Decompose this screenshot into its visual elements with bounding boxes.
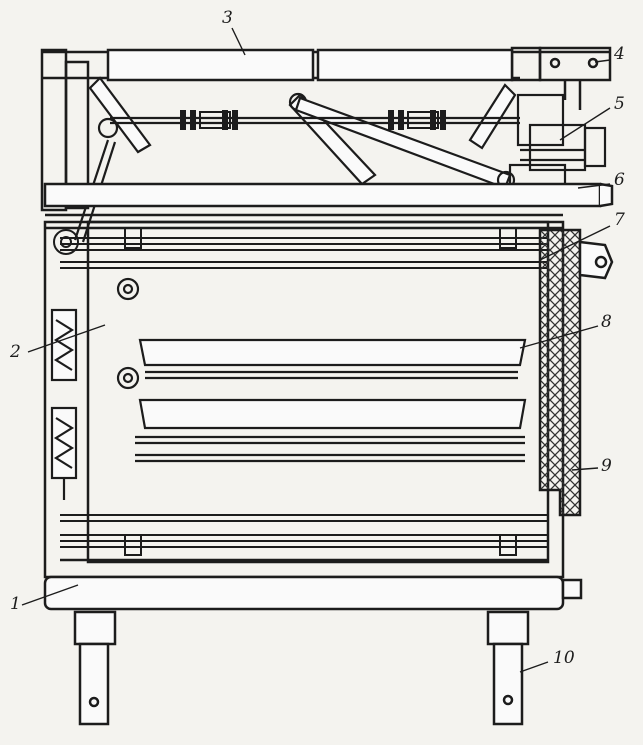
control-knobs [116,277,140,390]
callout-1: 1 [10,594,21,614]
legs [73,610,530,726]
side-clamps [50,308,78,500]
spring-blocks [180,110,446,130]
callout-2: 2 [10,342,21,362]
callout-10: 10 [553,648,575,668]
callout-7: 7 [614,210,625,230]
oven-body [43,213,565,579]
hinge-plate [43,182,614,208]
callout-9: 9 [601,456,612,476]
upper-heater [53,227,548,269]
lower-heater [60,514,548,556]
leader-lines [21,27,611,673]
linkage-mechanism [73,76,520,243]
door-panel [538,228,614,517]
callout-6: 6 [614,170,625,190]
callout-3: 3 [222,8,233,28]
callout-5: 5 [614,94,625,114]
callout-8: 8 [601,312,612,332]
trays [135,338,527,463]
base-frame [43,558,583,611]
motor-assembly [508,93,607,189]
top-panels [106,48,514,82]
callout-4: 4 [614,44,625,64]
